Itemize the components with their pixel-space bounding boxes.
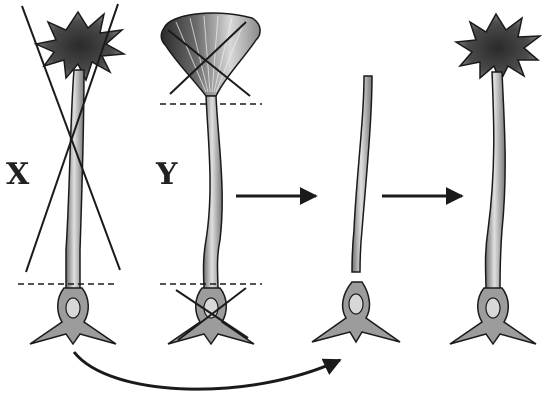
cell-x: X [6, 4, 124, 344]
cell-y-stalk [204, 96, 223, 290]
result-cell [450, 14, 540, 344]
cell-x-stalk [66, 70, 84, 290]
result-stalk [486, 72, 506, 290]
label-y: Y [155, 157, 178, 192]
graft-assembly [312, 76, 400, 342]
graft-stalk-segment [352, 76, 372, 272]
label-x: X [6, 157, 30, 192]
graft-nucleus [349, 294, 363, 314]
cell-y: Y [155, 13, 262, 344]
cell-x-nucleus [66, 298, 80, 318]
result-nucleus [486, 298, 500, 318]
arrow-graft-curve [74, 352, 340, 389]
